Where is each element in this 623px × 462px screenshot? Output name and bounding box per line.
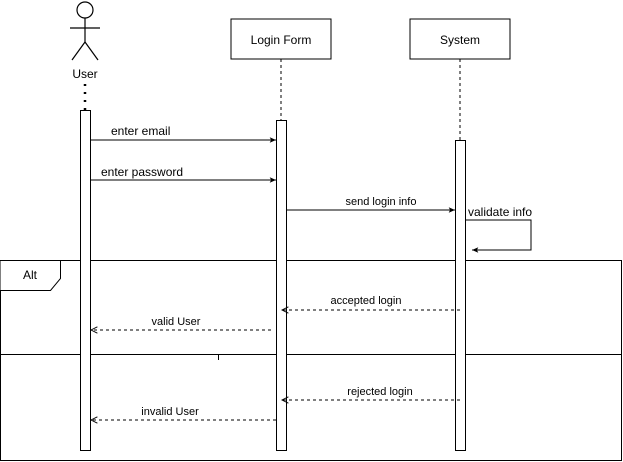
- message-label: enter password: [101, 165, 183, 179]
- participant-label: Login Form: [251, 33, 312, 47]
- participant-login-form: Login Form: [230, 18, 332, 60]
- actor-head: [76, 1, 94, 19]
- participant-label: System: [440, 33, 480, 47]
- login-form-activation-bar: [276, 120, 287, 451]
- fragment-frame: [0, 260, 622, 461]
- alt-fragment: Alt: [0, 260, 622, 461]
- user-activation-bar: [80, 110, 91, 451]
- participant-box: [230, 18, 332, 60]
- fragment-label: Alt: [23, 268, 38, 282]
- message-label: enter email: [111, 124, 170, 138]
- message-label: invalid User: [141, 406, 199, 418]
- message-invalid-user: invalid User: [91, 406, 276, 420]
- actor-right-leg: [84, 41, 99, 61]
- self-message-arrow: [466, 219, 532, 253]
- message-rejected-login: rejected login: [282, 386, 460, 400]
- fragment-label-tab: [0, 260, 61, 291]
- message-enter-password: enter password: [91, 165, 276, 183]
- message-label: valid User: [152, 316, 201, 328]
- system-activation-bar: [455, 140, 466, 451]
- actor-left-leg: [71, 41, 86, 61]
- message-label: send login info: [346, 196, 417, 208]
- user-actor: User: [70, 1, 100, 81]
- participant-system: System: [409, 18, 511, 60]
- message-label: rejected login: [347, 386, 412, 398]
- actor-label: User: [72, 67, 97, 81]
- message-accepted-login: accepted login: [282, 295, 460, 310]
- message-valid-user: valid User: [91, 316, 271, 330]
- message-enter-email: enter email: [91, 124, 276, 143]
- message-send-login-info: send login info: [287, 196, 455, 213]
- message-label: validate info: [468, 205, 532, 219]
- message-validate-info: validate info: [466, 205, 532, 253]
- message-label: accepted login: [331, 295, 402, 307]
